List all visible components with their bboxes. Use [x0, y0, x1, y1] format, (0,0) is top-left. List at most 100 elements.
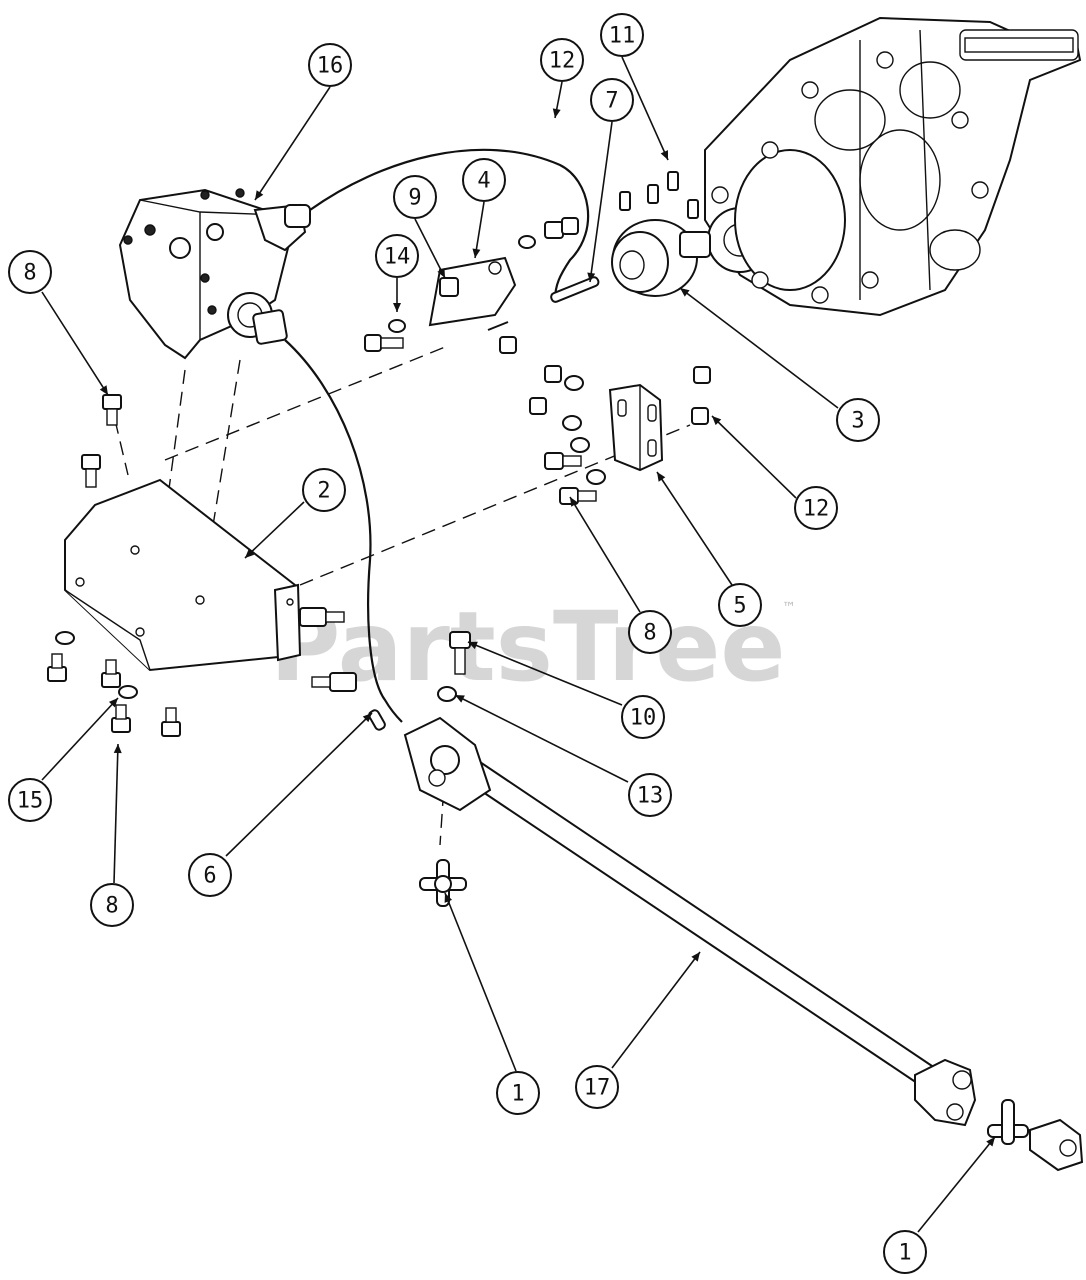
callout-key[interactable]: 7 [590, 78, 634, 122]
callout-hex-bolt[interactable]: 14 [375, 234, 419, 278]
cable-lower [284, 339, 403, 723]
align-line [299, 424, 691, 586]
callout-washer[interactable]: 13 [628, 773, 672, 817]
leader-line [254, 86, 331, 201]
callout-carriage-bolt[interactable]: 8 [90, 883, 134, 927]
callout-number: 8 [105, 894, 118, 919]
callout-number: 15 [17, 789, 44, 814]
callout-number: 4 [477, 169, 490, 194]
callout-washer[interactable]: 15 [8, 778, 52, 822]
leader-arrowhead [691, 952, 700, 962]
leader-arrowhead [113, 744, 122, 754]
leader-line [244, 501, 305, 559]
callout-circle [393, 175, 437, 219]
callout-number: 14 [384, 245, 411, 270]
callout-circle [628, 773, 672, 817]
callout-circle [794, 486, 838, 530]
callout-number: 10 [630, 706, 657, 731]
gearbox-illustration [118, 188, 311, 360]
washer-13-illustration [437, 686, 457, 702]
pin-illustration [368, 709, 386, 731]
cross-bearing-left-illustration [419, 859, 467, 907]
callout-number: 1 [898, 1241, 911, 1266]
cross-bearing-right-illustration [987, 1099, 1084, 1172]
callout-circle [836, 398, 880, 442]
callout-lock-nut[interactable]: 12 [794, 486, 838, 530]
coupler-illustration [611, 171, 711, 297]
leader-line [113, 743, 119, 884]
callout-circle [600, 13, 644, 57]
leader-arrowhead [472, 248, 481, 258]
leader-arrowhead [444, 893, 453, 903]
leader-arrowhead [660, 150, 668, 160]
leader-arrowhead [455, 695, 465, 703]
watermark-trademark: ™ [782, 600, 796, 616]
callout-bracket[interactable]: 4 [462, 158, 506, 202]
callout-number: 7 [605, 89, 618, 114]
callout-number: 17 [584, 1076, 611, 1101]
bolt-10-illustration [449, 631, 471, 675]
callout-lock-nut[interactable]: 12 [540, 38, 584, 82]
callout-drive-shaft[interactable]: 17 [575, 1065, 619, 1109]
leader-arrowhead [570, 497, 579, 507]
callout-cross-bearing[interactable]: 1 [496, 1071, 540, 1115]
leader-arrowhead [255, 190, 264, 200]
leader-line [589, 121, 613, 283]
callout-coupler[interactable]: 3 [836, 398, 880, 442]
callout-circle [308, 43, 352, 87]
callout-circle [302, 468, 346, 512]
callout-bolt[interactable]: 9 [393, 175, 437, 219]
bracket-illustration [364, 217, 579, 354]
callout-mounting-plate[interactable]: 2 [302, 468, 346, 512]
leader-line [917, 1136, 996, 1233]
leader-arrowhead [587, 272, 596, 282]
callout-circle [188, 853, 232, 897]
callout-number: 11 [609, 24, 636, 49]
leader-arrowhead [108, 698, 118, 708]
callout-circle [496, 1071, 540, 1115]
callout-circle [590, 78, 634, 122]
leader-arrowhead [468, 641, 478, 650]
cable-upper [309, 148, 590, 301]
callout-circle [575, 1065, 619, 1109]
callout-circle [540, 38, 584, 82]
callout-circle [883, 1230, 927, 1274]
callout-gearbox[interactable]: 16 [308, 43, 352, 87]
callout-circle [8, 250, 52, 294]
leader-arrowhead [99, 385, 108, 395]
callout-circle [628, 610, 672, 654]
callout-circle [718, 583, 762, 627]
hardware-bolts [47, 394, 357, 737]
callout-number: 8 [23, 261, 36, 286]
leader-arrowhead [712, 416, 722, 426]
mounting-plate-illustration [64, 478, 302, 672]
callout-number: 6 [203, 864, 216, 889]
leader-line [569, 496, 641, 613]
leader-arrowhead [986, 1137, 995, 1147]
leader-line [656, 471, 733, 586]
leader-arrowhead [552, 108, 561, 118]
callout-bolt[interactable]: 10 [621, 695, 665, 739]
callout-circle [375, 234, 419, 278]
callout-number: 13 [637, 784, 664, 809]
drive-shaft-illustration [403, 716, 977, 1127]
callout-carriage-bolt[interactable]: 8 [8, 250, 52, 294]
callout-cross-bearing[interactable]: 1 [883, 1230, 927, 1274]
callout-support-bracket[interactable]: 5 [718, 583, 762, 627]
callout-carriage-bolt[interactable]: 8 [628, 610, 672, 654]
callout-number: 8 [643, 621, 656, 646]
callout-pin[interactable]: 6 [188, 853, 232, 897]
leader-arrowhead [680, 288, 690, 297]
leader-lines [41, 56, 996, 1233]
key-illustration [550, 276, 600, 303]
callout-number: 5 [733, 594, 746, 619]
callout-coupler-screws[interactable]: 11 [600, 13, 644, 57]
callout-number: 12 [803, 497, 830, 522]
callout-number: 3 [851, 409, 864, 434]
callout-circle [8, 778, 52, 822]
leader-arrowhead [245, 548, 255, 558]
leader-line [679, 287, 839, 409]
align-line [114, 419, 129, 476]
